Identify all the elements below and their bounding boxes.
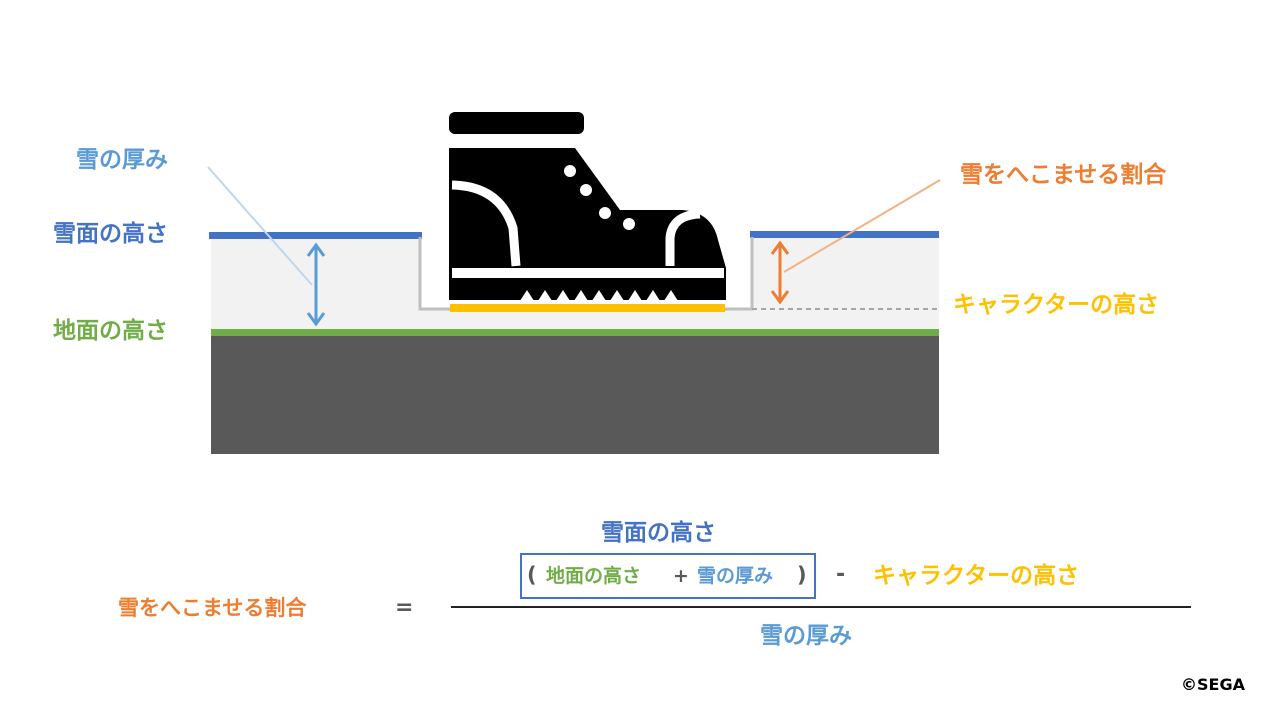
formula-character-height: キャラクターの高さ xyxy=(873,563,1080,589)
snow-surface-line-right xyxy=(750,231,939,238)
ground-line xyxy=(211,329,939,336)
snow-surface-line-left xyxy=(209,232,422,239)
formula-ground-height: 地面の高さ xyxy=(546,565,642,587)
sink-ratio-arrow xyxy=(770,240,790,305)
formula-denominator: 雪の厚み xyxy=(760,623,852,649)
boot-icon xyxy=(449,112,726,312)
snow-layer-under-boot xyxy=(419,310,752,331)
snow-thickness-arrow xyxy=(306,242,326,327)
label-sink-ratio: 雪をへこませる割合 xyxy=(960,162,1167,188)
sink-ratio-leader xyxy=(783,179,941,273)
formula-minus: - xyxy=(836,562,846,587)
label-character-height: キャラクターの高さ xyxy=(953,292,1160,318)
snow-thickness-leader xyxy=(207,166,313,286)
snow-layer-right xyxy=(752,237,939,331)
formula-lhs: 雪をへこませる割合 xyxy=(118,596,307,620)
formula-parenthesis-box xyxy=(520,553,816,599)
label-snow-thickness: 雪の厚み xyxy=(76,147,168,173)
formula-equals: = xyxy=(395,595,414,620)
fraction-bar xyxy=(451,606,1191,608)
earth-block xyxy=(211,334,939,454)
formula-close-paren: ) xyxy=(797,563,807,587)
label-ground-height: 地面の高さ xyxy=(53,318,168,344)
formula-snow-thickness: 雪の厚み xyxy=(697,565,774,587)
formula-plus: + xyxy=(673,565,689,587)
label-snow-surface-height: 雪面の高さ xyxy=(53,221,168,247)
formula-top-snow-surface: 雪面の高さ xyxy=(601,520,716,546)
formula-open-paren: ( xyxy=(527,563,537,587)
copyright: ©SEGA xyxy=(1181,675,1245,694)
